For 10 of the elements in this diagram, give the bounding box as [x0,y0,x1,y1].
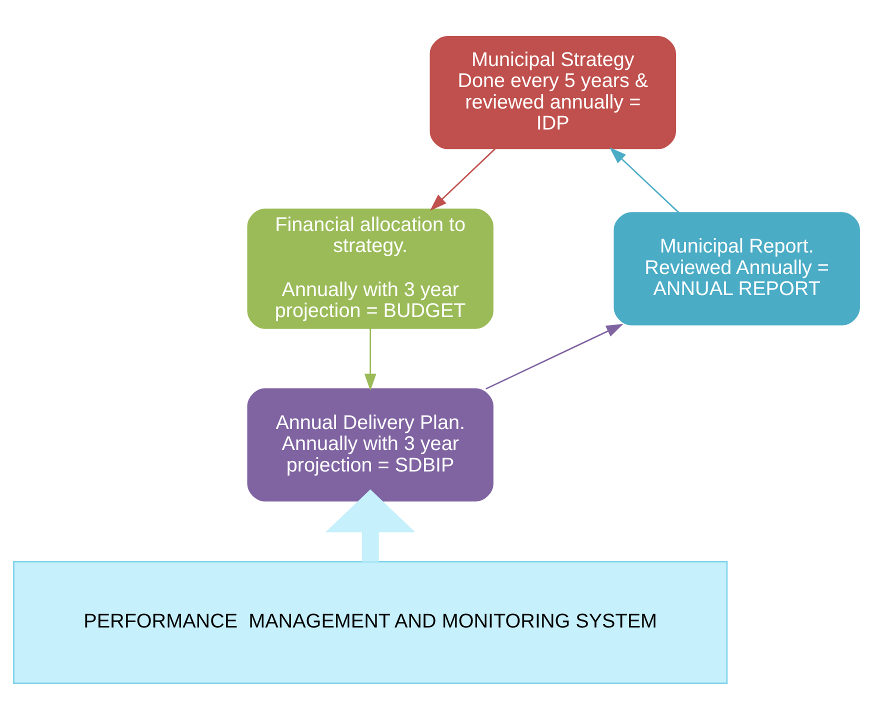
node-box: Annual Delivery Plan. Annually with 3 year projection = SDBIP [247,388,494,502]
arrow [486,324,624,390]
node-box: PERFORMANCE MANAGEMENT AND MONITORING SYSTEM [13,560,728,684]
arrow [610,147,680,214]
node-box: Financial allocation to strategy. Annually with 3 year projection = BUDGET [247,208,494,329]
node-box: Municipal Strategy Done every 5 years & reviewed annually = IDP [430,36,676,150]
node-box: Municipal Report. Reviewed Annually = ANNUAL REPORT [614,212,860,326]
arrow [364,328,376,391]
arrow [430,148,496,211]
arrow [325,489,416,562]
